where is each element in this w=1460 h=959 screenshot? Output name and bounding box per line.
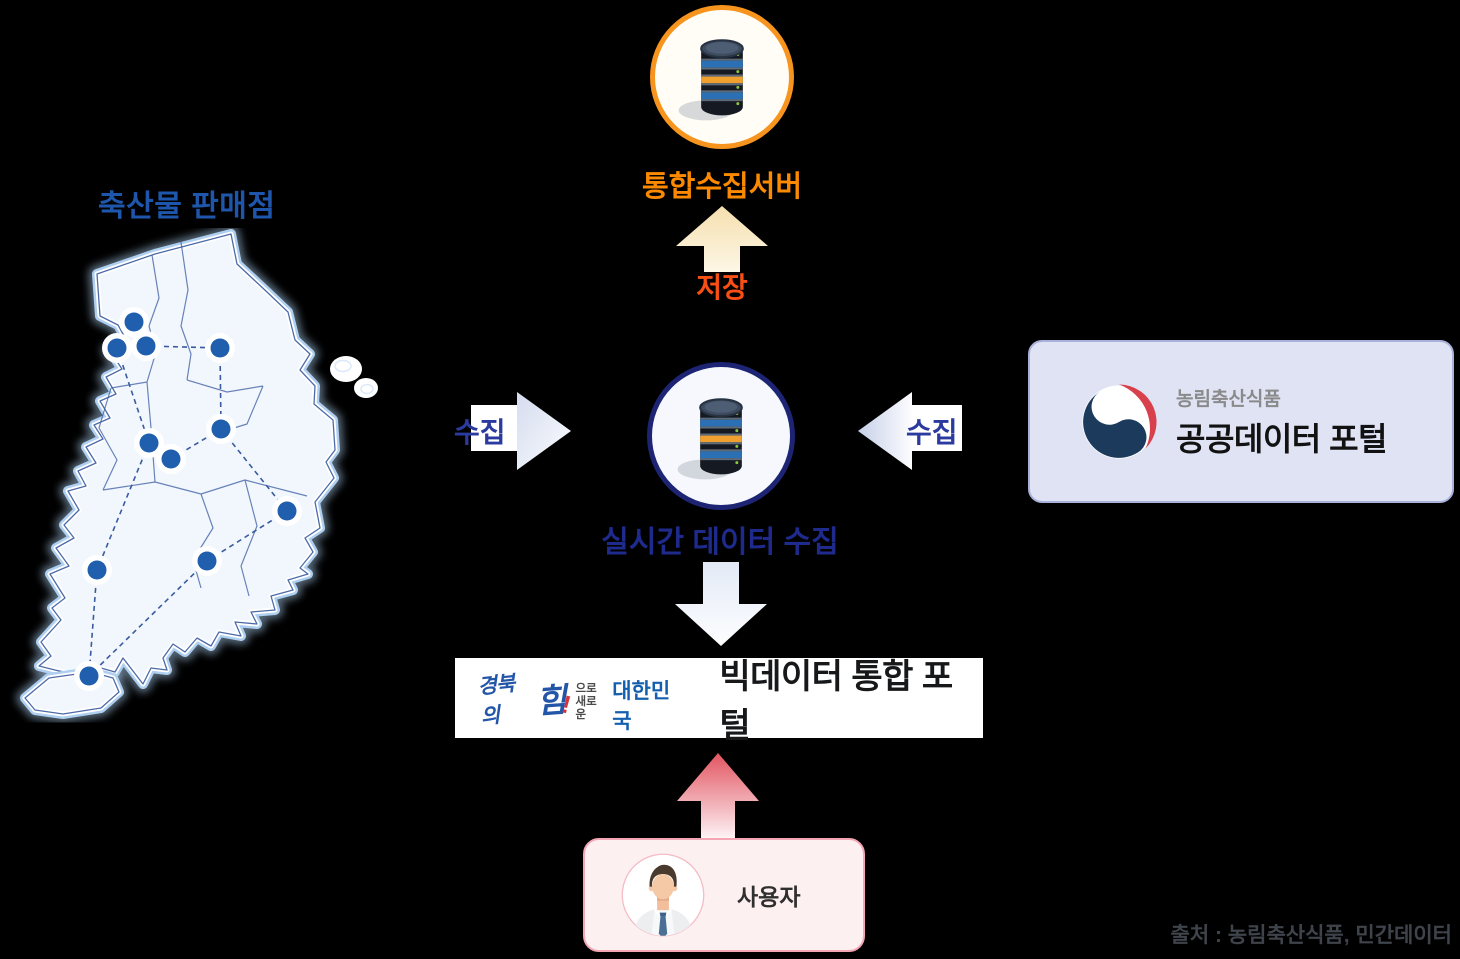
- store-dot: [211, 419, 231, 439]
- bigdata-portal-title: 빅데이터 통합 포털: [719, 658, 953, 745]
- store-dot: [107, 338, 127, 358]
- store-location-dots: [74, 307, 302, 691]
- store-network-line: [88, 560, 208, 677]
- government-emblem-icon: [1082, 384, 1157, 459]
- database-icon: [678, 39, 744, 121]
- store-arrow-label: 저장: [696, 272, 748, 303]
- public-data-portal-text: 농림축산식품 공공데이터 포털: [1176, 384, 1387, 460]
- islands-icon: [330, 356, 378, 398]
- user-avatar-icon: [621, 853, 705, 937]
- database-icon: [677, 398, 743, 480]
- store-arrow-up-icon: [676, 206, 768, 272]
- store-dot: [277, 501, 297, 521]
- source-note: 출처 : 농림축산식품, 민간데이터: [1170, 924, 1453, 947]
- flow-arrow-down-icon: [675, 562, 767, 646]
- store-dot: [87, 560, 107, 580]
- collect-left-label: 수집: [454, 417, 506, 448]
- store-network-line: [206, 510, 288, 562]
- user-box: 사용자: [583, 838, 865, 952]
- map-title: 축산물 판매점: [98, 190, 276, 223]
- collect-arrow-left-icon: [858, 392, 962, 470]
- collect-arrow-right-icon: [471, 392, 571, 470]
- agency-name: 농림축산식품: [1176, 388, 1281, 410]
- gyeongbuk-logo: 경북의 힘 ! 으로 새로운 대한민국: [476, 661, 689, 735]
- gyeongbuk-logo-korea: 대한민국: [612, 680, 671, 733]
- store-network-line: [96, 442, 150, 571]
- mainland: [34, 229, 340, 689]
- public-data-portal-card: 농림축산식품 공공데이터 포털: [1028, 340, 1454, 503]
- gyeongbuk-logo-text: 경북의: [476, 671, 516, 729]
- korea-map: [16, 228, 378, 723]
- integrated-server-node: [650, 5, 794, 149]
- store-dot: [79, 666, 99, 686]
- store-dot: [136, 336, 156, 356]
- store-network-line: [116, 347, 150, 444]
- user-arrow-up-icon: [677, 753, 759, 838]
- integrated-server-label: 통합수집서버: [641, 171, 803, 203]
- store-dot: [139, 433, 159, 453]
- store-dot: [210, 338, 230, 358]
- store-dot: [124, 312, 144, 332]
- gyeongbuk-logo-line2: 새로운: [575, 695, 597, 721]
- public-data-portal-title: 공공데이터 포털: [1176, 420, 1387, 457]
- bigdata-portal-banner: 경북의 힘 ! 으로 새로운 대한민국 빅데이터 통합 포털: [455, 658, 983, 745]
- realtime-collect-node: [647, 362, 795, 510]
- store-dot: [197, 551, 217, 571]
- gyeongbuk-logo-line1: 으로: [575, 682, 597, 695]
- user-label: 사용자: [737, 884, 801, 910]
- realtime-collect-label: 실시간 데이터 수집: [601, 526, 839, 559]
- store-dot: [161, 449, 181, 469]
- gyeongbuk-logo-stack: 으로 새로운: [576, 683, 608, 722]
- collect-right-label: 수집: [906, 417, 958, 448]
